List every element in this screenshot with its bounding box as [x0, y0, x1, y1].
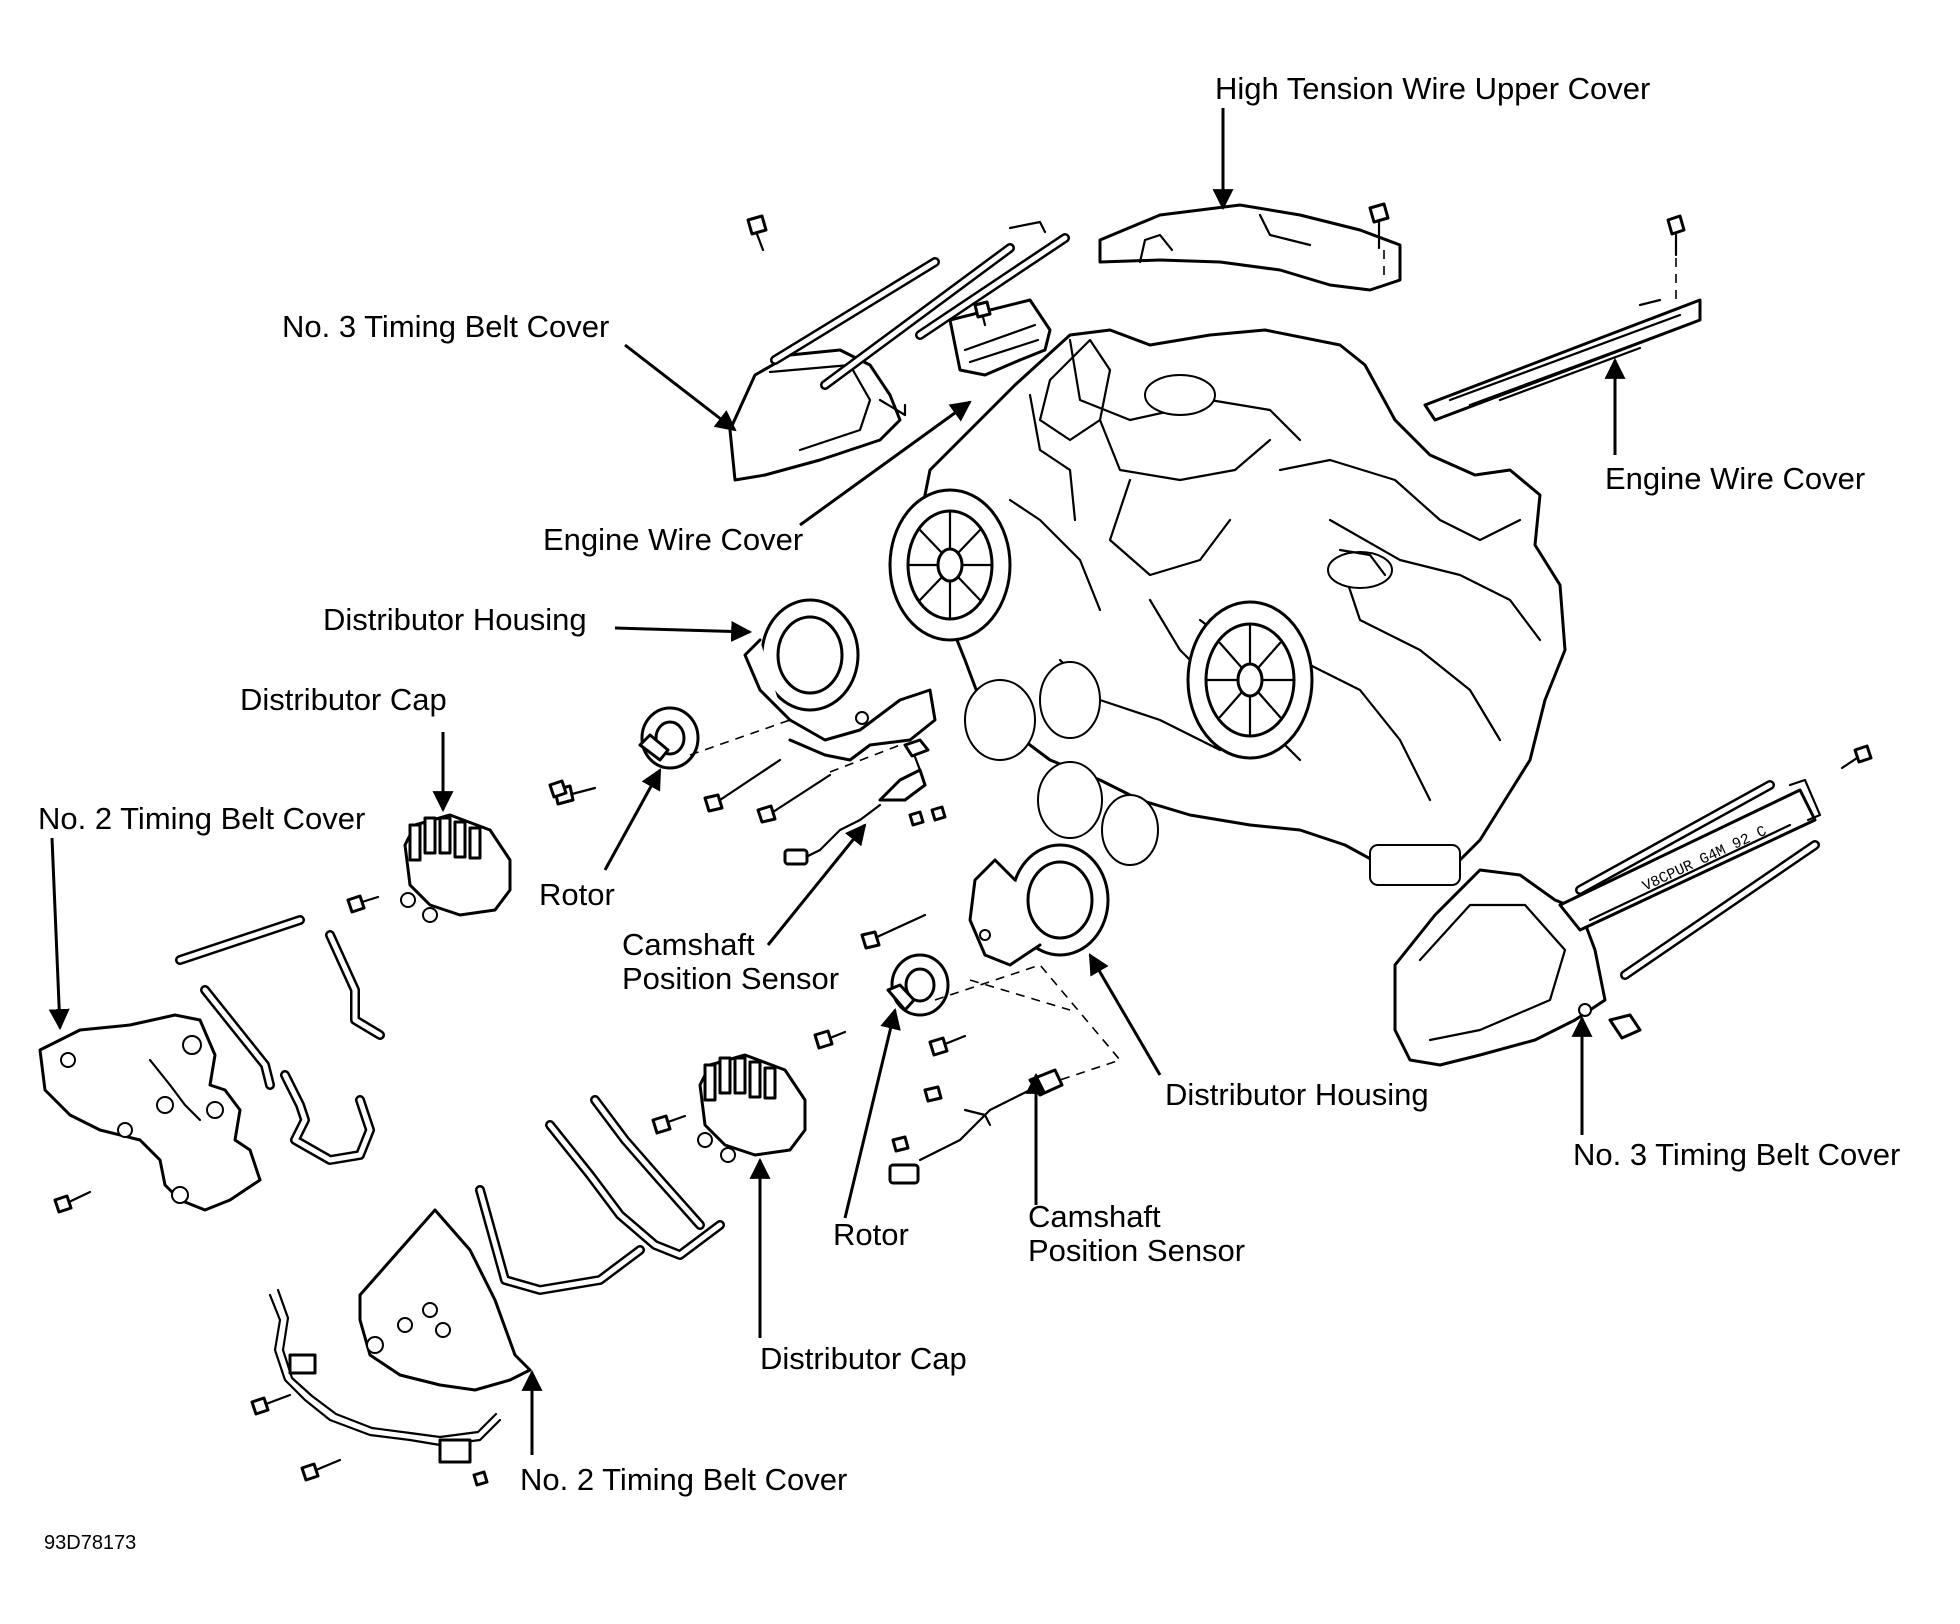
- label-engine-wire-cover-left: Engine Wire Cover: [543, 522, 804, 557]
- rotor-upper: [638, 706, 700, 770]
- rotor-lower: [886, 953, 950, 1017]
- label-no3-timing-belt-cover-left: No. 3 Timing Belt Cover: [282, 309, 610, 344]
- label-distributor-housing-lower: Distributor Housing: [1165, 1077, 1429, 1112]
- label-distributor-cap-lower: Distributor Cap: [760, 1341, 967, 1376]
- engine-wire-cover-right: [1423, 298, 1702, 422]
- label-distributor-housing-upper: Distributor Housing: [323, 602, 587, 637]
- label-camshaft-position-sensor-upper-line1: Camshaft: [622, 927, 755, 962]
- distributor-housing-upper: [743, 598, 937, 762]
- label-distributor-cap-upper: Distributor Cap: [240, 682, 447, 717]
- leader-arrows: [48, 108, 1626, 1455]
- label-camshaft-position-sensor-lower-line2: Position Sensor: [1028, 1233, 1246, 1268]
- label-rotor-lower: Rotor: [833, 1217, 909, 1252]
- engine-wire-cover-left: [948, 298, 1052, 377]
- label-engine-wire-cover-right: Engine Wire Cover: [1605, 461, 1866, 496]
- camshaft-pulley-upper: [888, 488, 1012, 642]
- label-high-tension-wire-upper-cover: High Tension Wire Upper Cover: [1215, 71, 1651, 106]
- no2-timing-belt-cover-bottom: [358, 1208, 532, 1392]
- seal-strips-left: [175, 915, 725, 1295]
- bolts-upper-distributor: [346, 719, 947, 914]
- engine-harness-left: [268, 1288, 502, 1464]
- label-no2-timing-belt-cover-bottom: No. 2 Timing Belt Cover: [520, 1462, 848, 1497]
- bolts-top: [746, 202, 1686, 327]
- label-camshaft-position-sensor-lower: Camshaft Position Sensor: [1028, 1200, 1245, 1268]
- label-no3-timing-belt-cover-right: No. 3 Timing Belt Cover: [1573, 1137, 1901, 1172]
- camshaft-pulley-lower: [1186, 600, 1314, 760]
- distributor-housing-lower: [968, 843, 1110, 967]
- cover-seal-strips-right: [1575, 744, 1873, 1040]
- bolts-left: [53, 779, 568, 1487]
- cam-seals: [964, 661, 1159, 866]
- label-camshaft-position-sensor-lower-line1: Camshaft: [1028, 1199, 1161, 1234]
- camshaft-position-sensor-upper: [783, 738, 930, 866]
- label-rotor-upper: Rotor: [539, 877, 615, 912]
- distributor-cap-upper: [400, 813, 512, 923]
- high-tension-wire-upper-cover: [1098, 203, 1402, 292]
- no2-timing-belt-cover-left: [38, 1013, 262, 1212]
- no3-timing-belt-cover-right: [1393, 788, 1817, 1067]
- bolts-lower-distributor: [651, 913, 1122, 1135]
- cover-seal-strips-upper: [770, 220, 1070, 390]
- label-no2-timing-belt-cover-left: No. 2 Timing Belt Cover: [38, 801, 366, 836]
- figure-code: 93D78173: [44, 1532, 137, 1554]
- distributor-cap-lower: [697, 1053, 807, 1163]
- label-camshaft-position-sensor-upper: Camshaft Position Sensor: [622, 928, 839, 996]
- label-camshaft-position-sensor-upper-line2: Position Sensor: [622, 961, 840, 996]
- no3-timing-belt-cover-upper: [728, 348, 907, 482]
